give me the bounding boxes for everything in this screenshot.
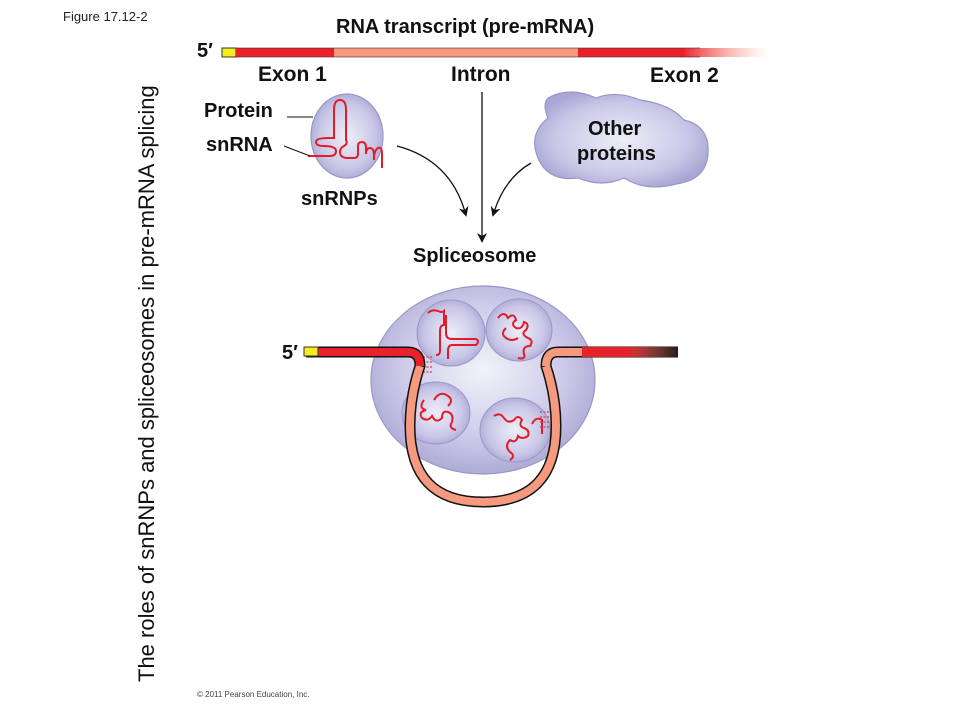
five-prime-label: 5′	[197, 40, 213, 62]
spliceosome-pre-mrna	[303, 344, 698, 508]
protein-label: Protein	[204, 100, 273, 122]
exon-2-label: Exon 2	[650, 64, 719, 87]
exon-1-segment	[236, 48, 334, 57]
spliceosome-complex	[370, 285, 596, 475]
five-prime-cap	[221, 47, 237, 58]
snrnp-top-right	[485, 298, 553, 362]
other-proteins-label-line1: Other	[588, 118, 642, 140]
snrna-leader-line	[283, 145, 311, 157]
pre-mrna-strand	[221, 47, 768, 58]
figure-number: Figure 17.12-2	[63, 9, 148, 24]
snrnp-particle	[308, 93, 384, 179]
arrow-from-other-proteins	[490, 162, 532, 217]
snrnp-top-left	[416, 299, 486, 367]
spliceosome-body	[370, 285, 596, 475]
snrna-label: snRNA	[206, 134, 273, 156]
exon-2-segment	[578, 48, 768, 57]
snrnps-label: snRNPs	[301, 188, 378, 210]
exon-1-bend	[316, 348, 424, 367]
intron-label: Intron	[451, 63, 511, 86]
five-prime-cap-lower	[303, 346, 319, 357]
exon-1-label: Exon 1	[258, 63, 327, 86]
intron-loop	[405, 364, 561, 507]
snrna-strand	[308, 98, 383, 168]
spliceosome-label: Spliceosome	[413, 245, 537, 267]
spliceosome-five-prime-label: 5′	[282, 342, 298, 364]
other-proteins-cloud	[534, 91, 709, 188]
exon-2-tail	[582, 347, 682, 357]
intron-segment	[334, 48, 578, 57]
copyright-notice: © 2011 Pearson Education, Inc.	[197, 690, 310, 699]
snrnp-bottom-right	[479, 397, 551, 463]
arrow-from-snrnps	[396, 145, 469, 217]
other-proteins-label-line2: proteins	[577, 143, 656, 165]
transcript-title: RNA transcript (pre-mRNA)	[336, 16, 595, 38]
